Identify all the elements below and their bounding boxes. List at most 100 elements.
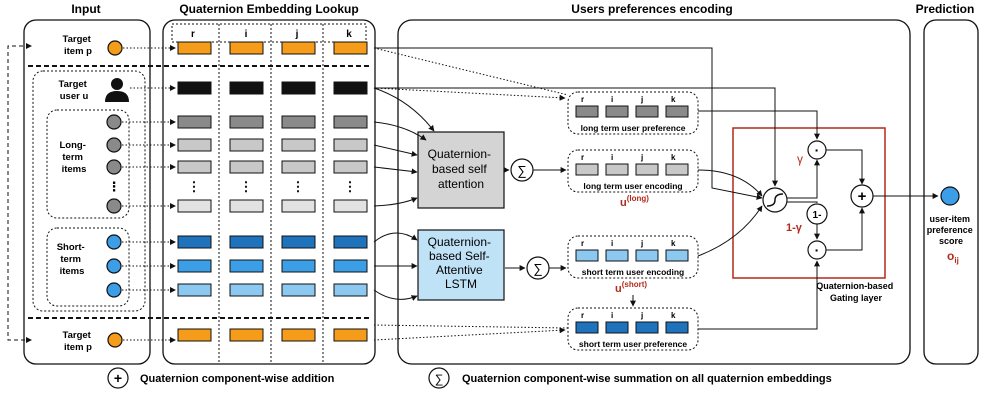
long-pref-cell (635, 105, 659, 118)
prediction-label: user-item preference score (927, 214, 976, 246)
svg-text:∑: ∑ (435, 372, 444, 386)
one-minus-gamma-label: 1-γ (786, 222, 803, 234)
encoding-component-label: r (581, 153, 584, 162)
encoding-component-label: j (640, 95, 643, 104)
long-term-embedding-cell (333, 160, 368, 174)
long-term-item-circle (106, 137, 122, 153)
long-term-label: Long- term items (59, 140, 88, 175)
short-term-item-circle (106, 234, 122, 250)
long-term-group (46, 109, 130, 219)
long-enc-cell (605, 163, 629, 176)
sigmoid-icon (766, 193, 784, 207)
target-user-label: Target user u (59, 79, 90, 102)
short-pref-cell (575, 321, 599, 334)
short-pref-cell (605, 321, 629, 334)
u-long-label: u(long) (620, 194, 649, 209)
short-term-item-circle (106, 282, 122, 298)
long-term-embedding-cell (281, 115, 316, 129)
long-pref-cell (605, 105, 629, 118)
short-term-embedding-cell (177, 259, 212, 273)
svg-text:·: · (815, 142, 820, 158)
target-item-embedding-bottom-cell (333, 328, 368, 342)
long-term-item-circle (106, 198, 122, 214)
legend-sum-icon (428, 367, 450, 389)
sum-symbol-short: ∑ (533, 261, 542, 276)
encoding-component-label: k (671, 153, 676, 162)
long-term-ellipsis: ⋮ (108, 179, 121, 194)
lstm-input-arrows (373, 232, 418, 301)
embedding-panel (162, 19, 376, 365)
target-item-embedding-bottom-cell (229, 328, 264, 342)
target-item-top-label: Target item p (63, 34, 94, 57)
encoding-component-label: i (611, 239, 613, 248)
gating-arrows (374, 47, 939, 330)
prediction-score-circle (940, 186, 960, 206)
long-term-embedding-cell (281, 199, 316, 213)
short-term-embedding-cell (177, 235, 212, 249)
encoding-component-label: i (611, 153, 613, 162)
column-label-j: j (295, 29, 299, 40)
short-term-embedding-cell (333, 259, 368, 273)
long-term-item-circle (106, 159, 122, 175)
target-item-bottom-label: Target item p (63, 330, 94, 353)
long-enc-cell (635, 163, 659, 176)
encoding-component-label: k (671, 311, 676, 320)
target-item-embedding-top-cell (333, 41, 368, 55)
short-term-embedding-cell (177, 283, 212, 297)
embedding-ellipsis: ⋮ (292, 179, 305, 194)
long-term-embedding-cell (177, 160, 212, 174)
user-icon (105, 78, 129, 102)
short-term-embedding-cell (281, 235, 316, 249)
long-term-encoding-box (567, 149, 699, 193)
column-label-r: r (191, 29, 195, 40)
lstm-label: Quaternion- based Self- Attentive LSTM (428, 235, 495, 291)
embedding-header (171, 23, 367, 43)
short-enc-cell (575, 249, 599, 262)
long-term-embedding-cell (177, 199, 212, 213)
short-term-embedding-cell (333, 283, 368, 297)
short-enc-cell (665, 249, 689, 262)
user-items-group (32, 70, 146, 312)
legend-summation: Quaternion component-wise summation on a… (462, 373, 832, 385)
short-term-embedding-cell (281, 283, 316, 297)
encoding-component-label: k (671, 239, 676, 248)
encoding-component-label: r (581, 95, 584, 104)
encoding-component-label: r (581, 239, 584, 248)
short-pref-cell (635, 321, 659, 334)
long-pref-cell (575, 105, 599, 118)
short-term-group (46, 227, 130, 307)
input-embedding-links (122, 47, 174, 341)
encoding-component-label: i (611, 95, 613, 104)
short-term-label: Short- term items (57, 242, 88, 277)
long-term-item-circle (106, 114, 122, 130)
short-enc-cell (635, 249, 659, 262)
encoding-component-label: j (640, 153, 643, 162)
section-title-input: Input (71, 2, 100, 16)
prediction-panel (923, 19, 979, 365)
svg-text:1-: 1- (813, 210, 822, 221)
long-term-embedding-cell (281, 138, 316, 152)
encoding-component-label: j (640, 239, 643, 248)
long-pref-label: long term user preference (581, 123, 686, 133)
legend-addition: Quaternion component-wise addition (140, 373, 335, 385)
input-panel (23, 19, 151, 365)
column-label-i: i (245, 29, 248, 40)
encoding-component-label: i (611, 311, 613, 320)
short-term-embedding-cell (229, 259, 264, 273)
long-term-embedding-cell (229, 199, 264, 213)
short-term-embedding-cell (229, 283, 264, 297)
short-term-encoding-box (567, 235, 699, 279)
self-attention-label: Quaternion- based self attention (428, 147, 495, 191)
long-enc-cell (575, 163, 599, 176)
long-term-embedding-cell (281, 160, 316, 174)
embedding-ellipsis: ⋮ (240, 179, 253, 194)
long-term-embedding-cell (333, 115, 368, 129)
long-term-embedding-cell (177, 138, 212, 152)
section-title-embedding: Quaternion Embedding Lookup (179, 2, 358, 16)
sum-symbol-long: ∑ (517, 163, 526, 178)
o-ij-label: oij (947, 249, 959, 265)
long-enc-label: long term user encoding (583, 181, 682, 191)
long-enc-cell (665, 163, 689, 176)
